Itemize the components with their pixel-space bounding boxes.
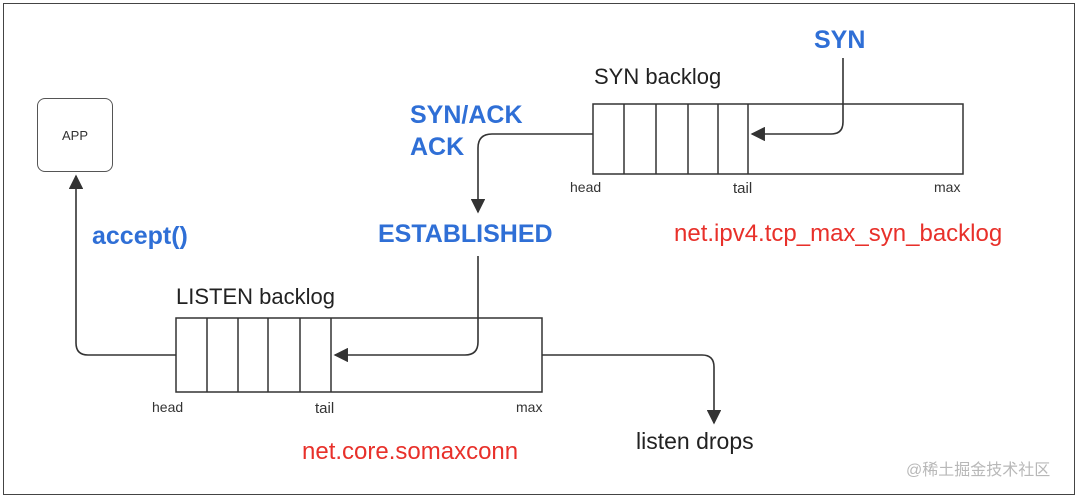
syn-backlog-head-label: head: [570, 179, 602, 195]
syn-arrow: [750, 58, 844, 142]
drops-arrow: [542, 354, 722, 425]
watermark-text: @稀土掘金技术社区: [906, 462, 1051, 479]
listen-backlog-param: net.core.somaxconn: [302, 438, 519, 465]
accept-arrow: [68, 174, 176, 356]
listen-backlog-head-label: head: [152, 399, 184, 415]
syn-backlog-max-label: max: [934, 179, 961, 195]
syn-backlog-title: SYN backlog: [594, 64, 722, 89]
ack-label: ACK: [410, 133, 465, 161]
synack-arrow: [470, 133, 593, 214]
listen-backlog-max-label: max: [516, 399, 543, 415]
accept-label: accept(): [92, 222, 188, 250]
app-box: APP: [37, 98, 113, 172]
app-label: APP: [61, 127, 88, 143]
established-arrow: [333, 256, 479, 363]
syn-backlog-queue: [592, 103, 964, 175]
listen-backlog-tail-label: tail: [315, 400, 335, 417]
syn-label: SYN: [814, 26, 866, 54]
listen-backlog-title: LISTEN backlog: [176, 284, 335, 309]
syn-backlog-tail-label: tail: [733, 180, 753, 197]
synack-label: SYN/ACK: [410, 101, 523, 129]
diagram-frame: [3, 3, 1075, 495]
syn-backlog-param: net.ipv4.tcp_max_syn_backlog: [674, 220, 1003, 247]
established-label: ESTABLISHED: [378, 220, 553, 248]
listen-drops-label: listen drops: [636, 428, 754, 454]
